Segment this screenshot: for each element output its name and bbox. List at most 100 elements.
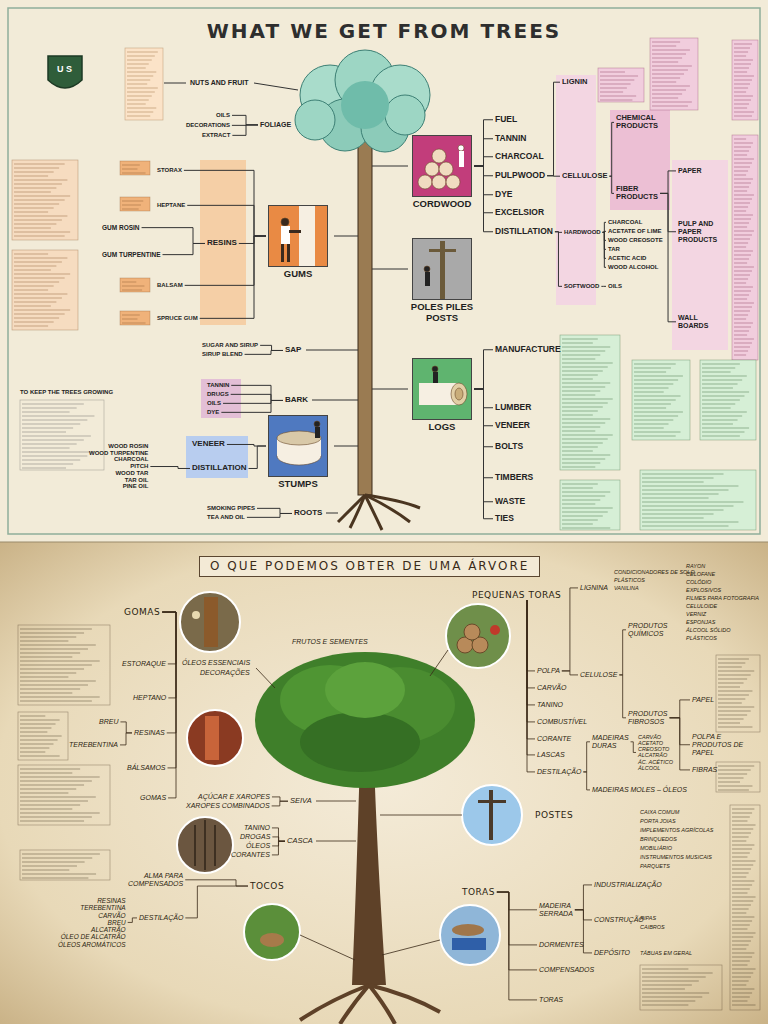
- node-text: POLPA: [537, 667, 560, 675]
- picture-photo: [412, 358, 472, 420]
- node-text: GUM TURPENTINE: [102, 251, 161, 258]
- list-item: CONDICIONADORES DE SOLO: [614, 569, 695, 575]
- list-item: COLÓDIO: [686, 579, 711, 585]
- node-text: GOMAS: [124, 607, 160, 617]
- branch-connector: [497, 892, 537, 1000]
- node-text: CONSTRUÇÃO: [594, 916, 644, 924]
- node-text: VENEER: [192, 440, 225, 449]
- branch-connector: [260, 345, 283, 350]
- branch-connector: [527, 600, 535, 739]
- branch-connector: [583, 742, 590, 772]
- category-label: DYE: [493, 190, 514, 200]
- branch-connector: [497, 892, 537, 970]
- list-item: CELULOIDE: [686, 603, 717, 609]
- list-item: PORTA JOIAS: [640, 818, 676, 824]
- node-text: RESINS: [207, 239, 237, 248]
- node-text: CREOSOTO: [638, 746, 673, 752]
- category-label: CHEMICAL PRODUCTS: [614, 114, 660, 131]
- small-print-block: [640, 965, 722, 1010]
- list-item: RIPAS: [640, 915, 656, 921]
- branch-connector: [162, 612, 176, 733]
- product-label: CARVÃO: [535, 684, 568, 692]
- branch-connector: [619, 630, 626, 675]
- branch-connector: [555, 232, 562, 287]
- node-text: GOMAS: [140, 794, 166, 802]
- node-text: SMOKING PIPES: [207, 505, 255, 512]
- node-text: HARDWOOD: [564, 229, 601, 236]
- small-print-block: [598, 68, 644, 102]
- branch-connector: [619, 675, 626, 718]
- branch-connector: [609, 176, 614, 193]
- small-print-block: [20, 850, 110, 880]
- category-label: WASTE: [493, 497, 527, 507]
- node-text: COMPENSADOS: [539, 966, 594, 974]
- node-text: LIGNINA: [580, 584, 608, 592]
- category-label: EXCELSIOR: [493, 208, 546, 218]
- forest-service-shield: [48, 56, 82, 88]
- node-text: PRODUTOS QUÍMICOS: [628, 622, 668, 638]
- category-label: LIGNIN: [560, 78, 589, 86]
- product-label: LASCAS: [535, 751, 567, 759]
- picture-icon: [269, 416, 327, 476]
- product-label: ESTORAQUE: [120, 660, 168, 668]
- small-print-block: [18, 765, 110, 825]
- node-text: OILS: [216, 112, 230, 119]
- branch-connector: [231, 385, 283, 400]
- node-text: XAROPES COMBINADOS: [186, 802, 270, 810]
- node-text: DEPÓSITO: [594, 949, 630, 957]
- branch-connector: [184, 170, 266, 236]
- node-text: CORDWOOD: [410, 199, 474, 210]
- category-label: ACETIC ACID: [606, 255, 648, 262]
- category-label: TIMBERS: [493, 473, 535, 483]
- small-print-block: [125, 48, 163, 120]
- node-text: CASCA: [287, 837, 313, 845]
- list-item: BRINQUEDOS: [640, 836, 677, 842]
- branch-connector: [162, 612, 176, 768]
- product-label: ÓLEOS ESSENCIAIS: [180, 659, 252, 667]
- source-label: PEQUENAS TORAS: [470, 590, 563, 600]
- node-text: CELLULOSE: [562, 172, 607, 180]
- category-label: CHARCOAL: [493, 152, 546, 162]
- category-label: VENEER: [190, 440, 227, 449]
- node-text: DORMENTES: [539, 941, 584, 949]
- picture-photo: [412, 135, 472, 197]
- node-text: TOCOS: [250, 881, 284, 891]
- category-label: SPRUCE GUM: [155, 315, 200, 322]
- node-text: DROGAS: [240, 833, 270, 841]
- node-text: DESTILAÇÃO: [537, 768, 581, 776]
- product-label: COMBUSTÍVEL: [535, 718, 589, 726]
- product-label: GOMAS: [138, 794, 168, 802]
- node-text: AÇÚCAR E XAROPES: [198, 793, 270, 801]
- category-label: PULP AND PAPER PRODUCTS: [676, 220, 730, 243]
- node-text: MADEIRAS MOLES – ÓLEOS: [592, 786, 687, 794]
- node-text: GUM ROSIN: [102, 224, 140, 231]
- product-label: CASCA: [285, 837, 315, 845]
- product-label: BÁLSAMOS: [125, 764, 168, 772]
- product-label: BREU: [97, 718, 120, 726]
- list-item: RAYON: [686, 563, 705, 569]
- node-text: MADEIRAS DURAS: [592, 734, 629, 750]
- emblem-letters: U S: [57, 65, 72, 75]
- node-text: LUMBER: [495, 403, 531, 413]
- product-label: ALMA PARA COMPENSADOS: [126, 872, 185, 888]
- product-label: TANINO: [242, 824, 272, 832]
- leader-lines: [256, 650, 462, 960]
- small-print-block: [716, 762, 760, 792]
- branch-connector: [142, 228, 205, 244]
- node-text: RESINAS: [58, 897, 126, 904]
- node-text: BARK: [285, 396, 308, 405]
- category-label: HARDWOOD: [562, 229, 603, 236]
- branch-connector: [474, 157, 493, 166]
- node-text: DRUGS: [207, 391, 229, 398]
- category-label: BOLTS: [493, 442, 525, 452]
- node-text: LIGNIN: [562, 78, 587, 86]
- picture-photo: [268, 415, 328, 477]
- branch-connector: [120, 733, 132, 745]
- node-text: BREU: [58, 919, 126, 926]
- branch-connector: [527, 600, 535, 688]
- branch-connector: [497, 892, 537, 910]
- node-text: FUEL: [495, 115, 517, 125]
- branch-connector: [272, 797, 288, 801]
- branch-connector: [547, 82, 560, 176]
